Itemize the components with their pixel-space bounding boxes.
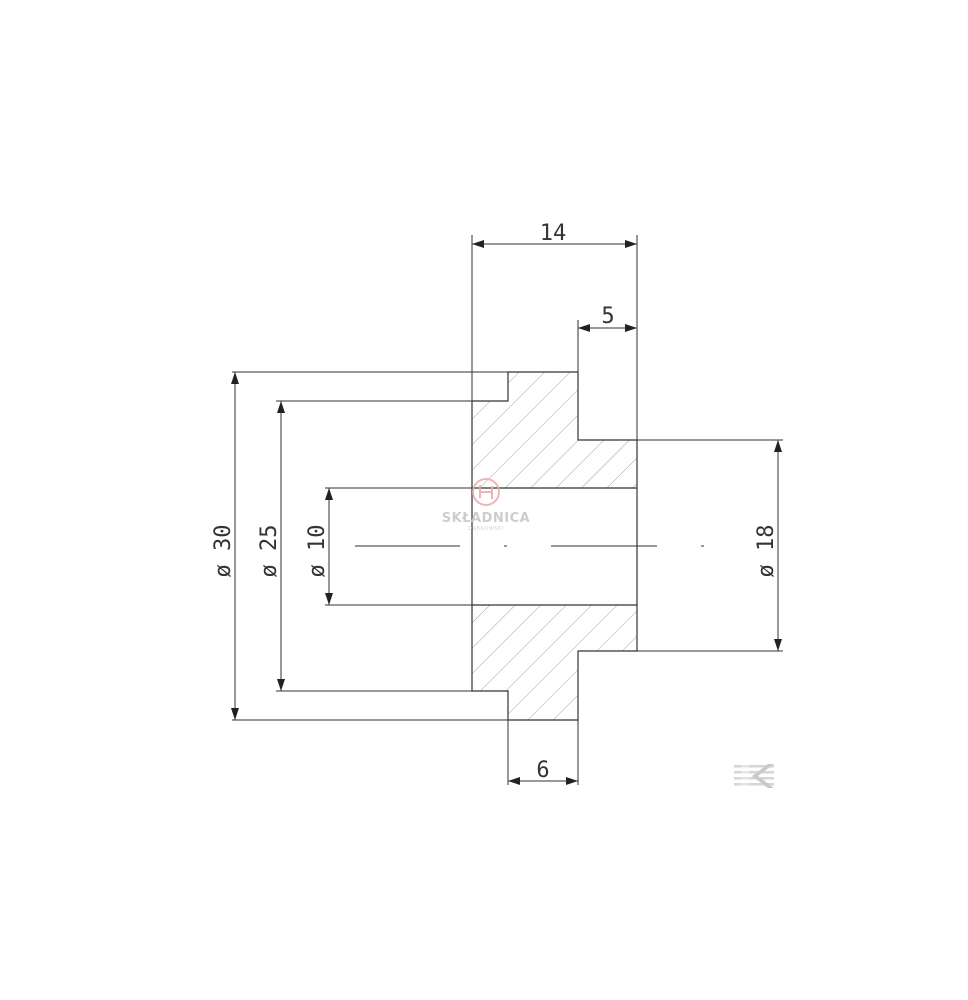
dim-label-25: ø 25 <box>257 525 282 578</box>
extension-lines <box>232 235 783 785</box>
upper-section-hatch <box>472 372 637 488</box>
dimension-labels: 14 5 6 ø 30 ø 25 ø 10 ø 18 <box>211 221 779 783</box>
dim-label-30: ø 30 <box>211 525 236 578</box>
dim-label-6: 6 <box>536 758 549 783</box>
section-hatching <box>472 372 637 720</box>
watermark-logo-icon <box>472 478 500 506</box>
dim-label-5: 5 <box>601 304 614 329</box>
dim-label-14: 14 <box>540 221 567 246</box>
watermark-brand: SKŁADNICA <box>442 511 530 526</box>
dim-label-10: ø 10 <box>305 525 330 578</box>
dimension-lines <box>231 240 782 785</box>
lower-section-hatch <box>472 605 637 720</box>
watermark-logo: SKŁADNICA DĄBROWSKI <box>442 478 530 532</box>
watermark-logo-glyph <box>479 485 493 499</box>
watermark-sub: DĄBROWSKI <box>468 526 503 532</box>
corner-k-logo-icon <box>734 764 774 788</box>
dim-label-18: ø 18 <box>754 525 779 578</box>
